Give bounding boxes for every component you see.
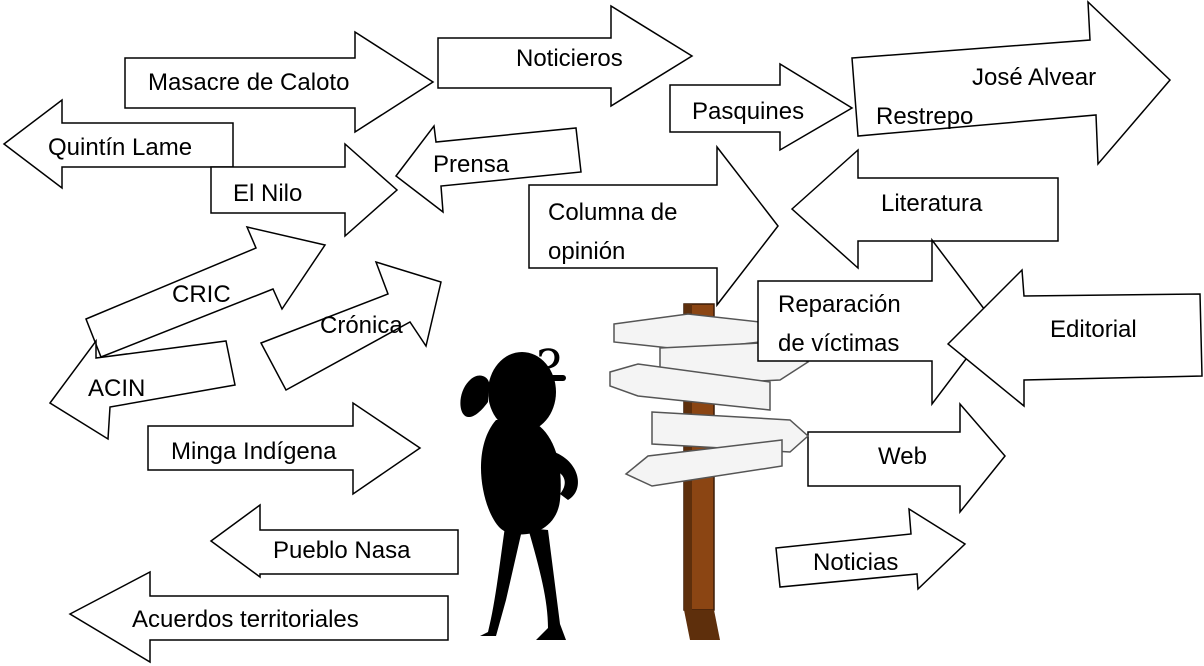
arrow-masacre-de-caloto: Masacre de Caloto bbox=[124, 30, 435, 134]
thinking-figure: ? bbox=[460, 340, 579, 640]
arrow-columna-de-opinion: Columna de opinión bbox=[528, 144, 779, 308]
arrow-label-noticias: Noticias bbox=[813, 549, 898, 576]
arrow-label-reparacion-line1: Reparación bbox=[778, 291, 901, 318]
figure-body bbox=[480, 420, 561, 535]
arrow-reparacion-de-victimas: Reparación de víctimas bbox=[757, 237, 995, 407]
arrow-noticias: Noticias bbox=[775, 507, 967, 591]
arrow-label-editorial: Editorial bbox=[1050, 316, 1137, 343]
figure-hip-arm bbox=[546, 450, 579, 500]
arrow-label-pueblo-nasa: Pueblo Nasa bbox=[273, 537, 411, 564]
arrow-label-masacre-de-caloto: Masacre de Caloto bbox=[148, 69, 349, 96]
arrow-cric: CRIC bbox=[85, 225, 327, 358]
arrow-jose-alvear-restrepo: José Alvear Restrepo bbox=[851, 0, 1172, 166]
signpost bbox=[609, 303, 810, 640]
arrow-editorial: Editorial bbox=[946, 268, 1203, 408]
arrow-literatura: Literatura bbox=[790, 148, 1059, 270]
arrow-label-jose-line1: José Alvear bbox=[972, 64, 1096, 91]
arrow-label-pasquines: Pasquines bbox=[692, 98, 804, 125]
arrow-acin: ACIN bbox=[48, 338, 236, 441]
signpost-board-left-3 bbox=[624, 439, 783, 487]
arrow-label-literatura: Literatura bbox=[881, 190, 983, 217]
arrow-label-noticieros: Noticieros bbox=[516, 45, 623, 72]
arrow-label-minga-indigena: Minga Indígena bbox=[171, 438, 337, 465]
arrow-label-quintin-lame: Quintín Lame bbox=[48, 134, 192, 161]
figure-nose bbox=[548, 375, 566, 381]
arrow-cronica: Crónica bbox=[259, 260, 442, 392]
arrow-pueblo-nasa: Pueblo Nasa bbox=[209, 503, 459, 579]
arrow-el-nilo: El Nilo bbox=[210, 142, 399, 238]
arrow-label-columna-line1: Columna de bbox=[548, 199, 677, 226]
arrow-label-columna-de-opinion: Columna de opinión bbox=[548, 199, 684, 265]
arrow-label-jose-alvear-restrepo: José Alvear Restrepo bbox=[876, 64, 1103, 130]
arrow-prensa: Prensa bbox=[394, 124, 582, 214]
figure-head bbox=[488, 352, 556, 432]
figure-left-leg bbox=[480, 520, 522, 636]
arrow-noticieros: Noticieros bbox=[437, 4, 694, 108]
arrow-label-prensa: Prensa bbox=[433, 151, 510, 178]
arrow-label-reparacion-line2: de víctimas bbox=[778, 330, 899, 357]
arrow-label-el-nilo: El Nilo bbox=[233, 180, 302, 207]
figure-right-leg bbox=[528, 528, 566, 640]
arrow-label-web: Web bbox=[878, 443, 927, 470]
arrow-label-acin: ACIN bbox=[88, 375, 145, 402]
arrow-label-acuerdos-territoriales: Acuerdos territoriales bbox=[132, 606, 359, 633]
arrow-label-columna-line2: opinión bbox=[548, 238, 625, 265]
figure-raised-arm bbox=[460, 375, 490, 418]
arrow-pasquines: Pasquines bbox=[669, 62, 854, 152]
arrow-minga-indigena: Minga Indígena bbox=[147, 401, 422, 496]
signpost-board-left-2 bbox=[609, 363, 771, 411]
arrow-label-jose-line2: Restrepo bbox=[876, 103, 973, 130]
arrow-acuerdos-territoriales: Acuerdos territoriales bbox=[68, 570, 449, 664]
arrow-label-cric: CRIC bbox=[172, 281, 231, 308]
arrow-quintin-lame: Quintín Lame bbox=[2, 98, 234, 190]
arrow-label-cronica: Crónica bbox=[320, 312, 403, 339]
arrow-web: Web bbox=[807, 401, 1006, 515]
arrow-label-reparacion-de-victimas: Reparación de víctimas bbox=[778, 291, 907, 357]
